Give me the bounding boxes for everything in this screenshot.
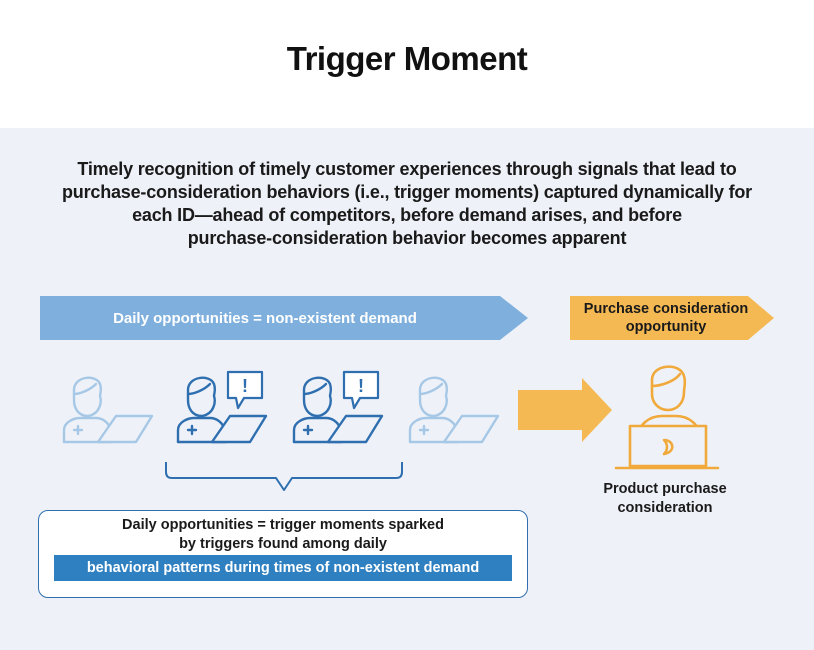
orange-arrow-label: Purchase consideration opportunity [568, 296, 764, 340]
person-laptop-icon [62, 376, 154, 444]
page-title: Trigger Moment [286, 40, 528, 77]
callout-highlight: behavioral patterns during times of non-… [54, 555, 512, 581]
alert-glyph: ! [358, 376, 364, 396]
orange-arrow-label-line: Purchase consideration [583, 301, 749, 317]
subtitle-line: Timely recognition of timely customer ex… [77, 159, 737, 179]
callout-box [38, 510, 528, 598]
right-arrow-icon [518, 378, 612, 442]
subtitle: Timely recognition of timely customer ex… [30, 158, 784, 250]
callout-line: Daily opportunities = trigger moments sp… [122, 517, 444, 533]
subtitle-line: purchase-consideration behavior becomes … [187, 228, 627, 248]
bracket-icon [165, 462, 403, 491]
callout-text: Daily opportunities = trigger moments sp… [38, 516, 528, 554]
consideration-label-line: Product purchase [603, 481, 727, 497]
consideration-label: Product purchase consideration [580, 480, 750, 518]
speech-bubble-alert-icon: ! [226, 370, 264, 410]
person-laptop-monitor-icon [614, 365, 720, 470]
blue-arrow-shape [40, 296, 528, 340]
orange-arrow-label-line: opportunity [625, 319, 707, 335]
orange-arrow-shape [570, 296, 774, 340]
alert-glyph: ! [242, 376, 248, 396]
subtitle-line: each ID—ahead of competitors, before dem… [132, 205, 682, 225]
subtitle-line: purchase-consideration behaviors (i.e., … [62, 182, 752, 202]
person-laptop-icon [408, 376, 500, 444]
blue-arrow-label: Daily opportunities = non-existent deman… [113, 309, 417, 327]
speech-bubble-alert-icon: ! [342, 370, 380, 410]
consideration-label-line: consideration [617, 500, 713, 516]
callout-line: by triggers found among daily [179, 536, 387, 552]
